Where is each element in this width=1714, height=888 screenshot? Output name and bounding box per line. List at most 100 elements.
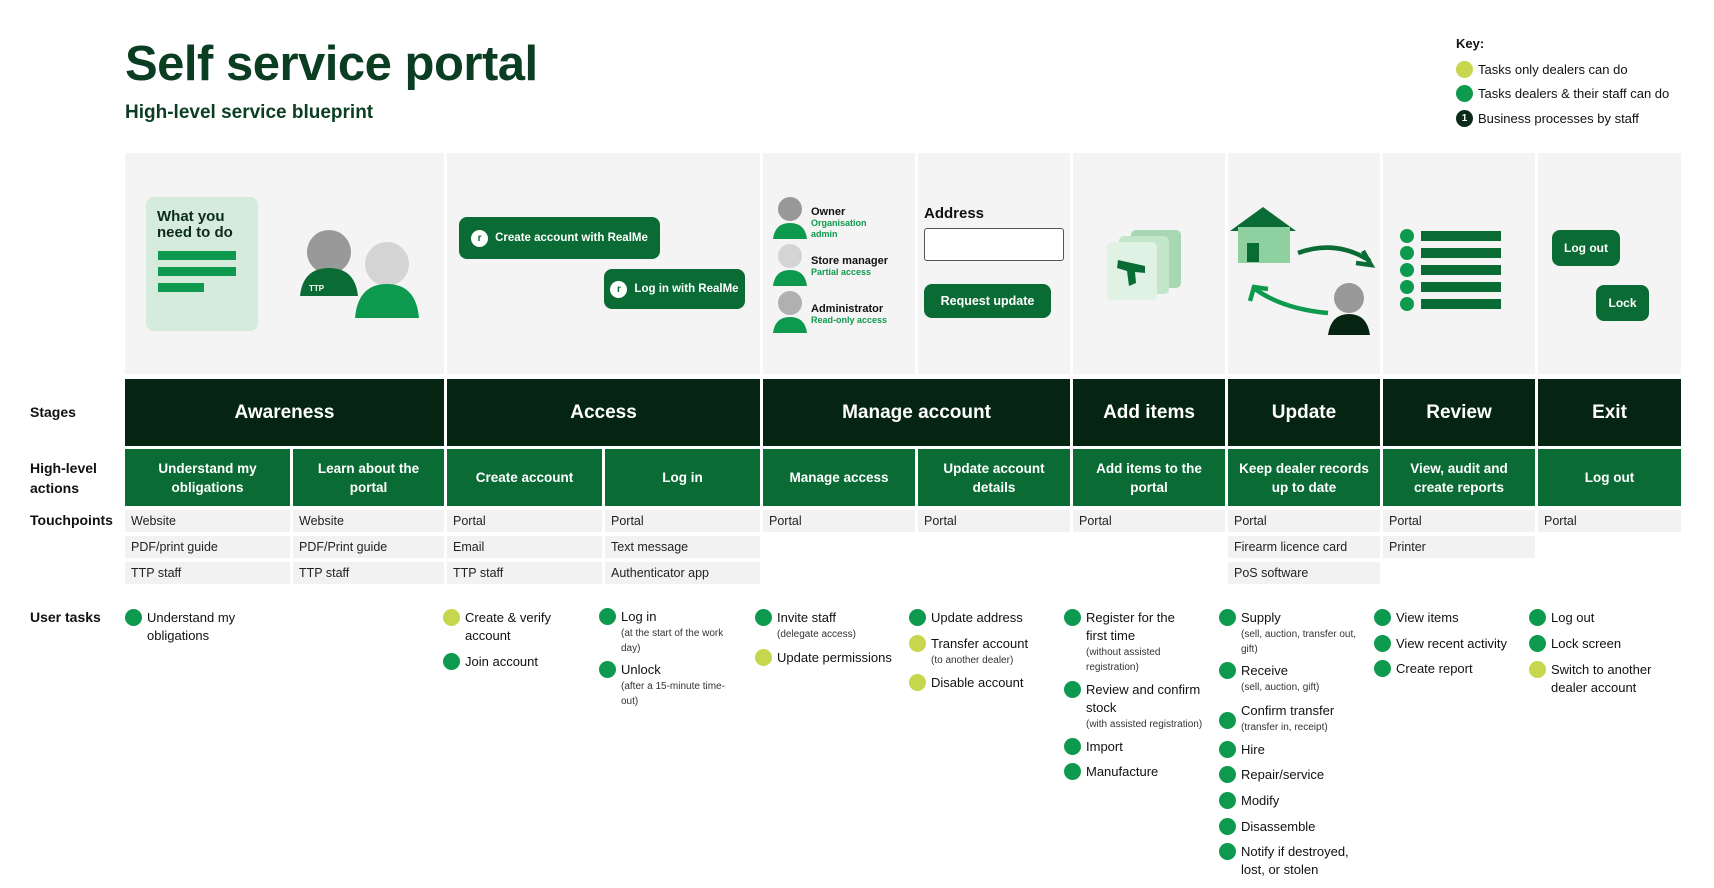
task-view-items: View items xyxy=(1374,609,1534,627)
green-dot-icon xyxy=(443,653,460,670)
action-log-in: Log in xyxy=(605,449,760,506)
task-manufacture: Manufacture xyxy=(1064,763,1214,781)
role-name: Owner xyxy=(811,206,846,218)
task-note: (sell, auction, transfer out, gift) xyxy=(1241,629,1357,655)
touchpoints-col-6: Portal xyxy=(918,510,1070,532)
green-dot-icon xyxy=(1529,609,1546,626)
role-access: Read-only access xyxy=(811,315,888,325)
action-keep-records: Keep dealer records up to date xyxy=(1228,449,1380,506)
green-dot-icon xyxy=(1219,741,1236,758)
task-label: Disable account xyxy=(931,675,1024,690)
task-receive: Receive(sell, auction, gift) xyxy=(1219,662,1369,695)
task-modify: Modify xyxy=(1219,792,1369,810)
task-update-address: Update address xyxy=(909,609,1069,627)
task-create-verify-account: Create & verify account xyxy=(443,609,598,645)
legend-title: Key: xyxy=(1456,36,1485,51)
green-dot-icon xyxy=(1064,738,1081,755)
illustration-update xyxy=(1228,153,1380,374)
action-reports: View, audit and create reports xyxy=(1383,449,1535,506)
green-dot-icon xyxy=(1219,766,1236,783)
task-switch-dealer-account: Switch to another dealer account xyxy=(1529,661,1679,697)
touchpoint: PoS software xyxy=(1228,562,1380,584)
task-supply: Supply(sell, auction, transfer out, gift… xyxy=(1219,609,1369,657)
login-realme-button: r Log in with RealMe xyxy=(604,269,745,309)
task-label: View items xyxy=(1396,610,1459,625)
touchpoint: Text message xyxy=(605,536,760,558)
lime-dot-icon xyxy=(1456,60,1473,78)
touchpoint: Portal xyxy=(918,510,1070,532)
lock-button-illustration: Lock xyxy=(1596,285,1649,321)
task-notify-destroyed: Notify if destroyed, lost, or stolen xyxy=(1219,843,1369,879)
action-create-account: Create account xyxy=(447,449,602,506)
row-label-line: actions xyxy=(30,480,80,496)
task-log-in: Log in(at the start of the work day) xyxy=(599,608,727,656)
house-transfer-icon xyxy=(1230,207,1376,335)
task-label: Hire xyxy=(1241,742,1265,757)
lime-dot-icon xyxy=(755,649,772,666)
task-label: Create report xyxy=(1396,661,1473,676)
illustration-access: r Create account with RealMe r Log in wi… xyxy=(447,153,760,374)
task-repair-service: Repair/service xyxy=(1219,766,1369,784)
action-manage-access: Manage access xyxy=(763,449,915,506)
document-title-line: What you xyxy=(157,208,225,225)
green-dot-icon xyxy=(1529,635,1546,652)
task-label: Receive xyxy=(1241,663,1288,678)
green-dot-icon xyxy=(125,609,142,626)
firearm-cards-icon xyxy=(1107,230,1181,300)
request-update-button: Request update xyxy=(924,284,1051,318)
touchpoints-col-5: Portal xyxy=(763,510,915,532)
touchpoint: Website xyxy=(293,510,444,532)
illustration-update-details: Address Request update xyxy=(918,153,1070,374)
task-understand-obligations: Understand my obligations xyxy=(125,609,290,645)
task-label: Update permissions xyxy=(777,650,892,665)
task-view-recent-activity: View recent activity xyxy=(1374,635,1534,653)
touchpoints-col-9: Portal Printer xyxy=(1383,510,1535,558)
document-illustration: What you need to do xyxy=(146,197,258,331)
stage-review: Review xyxy=(1383,379,1535,446)
task-label: View recent activity xyxy=(1396,636,1508,651)
touchpoints-col-7: Portal xyxy=(1073,510,1225,532)
task-label: Lock screen xyxy=(1551,636,1622,651)
touchpoint: Portal xyxy=(605,510,760,532)
touchpoint: Portal xyxy=(1073,510,1225,532)
create-account-realme-button: r Create account with RealMe xyxy=(459,217,660,259)
task-review-confirm-stock: Review and confirm stock(with assisted r… xyxy=(1064,681,1234,732)
address-label: Address xyxy=(924,205,985,222)
green-dot-icon xyxy=(755,609,772,626)
touchpoints-col-2: Website PDF/Print guide TTP staff xyxy=(293,510,444,584)
report-list-icon xyxy=(1400,229,1501,311)
button-label: Create account with RealMe xyxy=(495,232,648,244)
task-unlock: Unlock (after a 15-minute time-out) xyxy=(599,661,727,709)
row-label-tasks: User tasks xyxy=(30,609,101,625)
task-disassemble: Disassemble xyxy=(1219,818,1369,836)
action-learn-portal: Learn about the portal xyxy=(293,449,444,506)
green-dot-icon xyxy=(1064,609,1081,626)
address-field-illustration xyxy=(924,228,1064,261)
task-label: Register for the first time xyxy=(1086,610,1175,643)
lime-dot-icon xyxy=(909,674,926,691)
people-icon xyxy=(300,230,419,318)
role-access: Organisation xyxy=(811,218,867,228)
row-label-line: High-level xyxy=(30,460,97,476)
role-name: Administrator xyxy=(811,303,884,315)
task-label: Create & verify account xyxy=(465,610,551,643)
task-note: (without assisted registration) xyxy=(1086,647,1161,673)
task-label: Unlock xyxy=(621,662,661,677)
task-transfer-account: Transfer account(to another dealer) xyxy=(909,635,1069,668)
row-label-touchpoints: Touchpoints xyxy=(30,512,113,528)
numbered-dot-icon: 1 xyxy=(1456,109,1473,127)
illustration-exit: Log out Lock xyxy=(1538,153,1681,374)
touchpoint: PDF/print guide xyxy=(125,536,290,558)
task-label: Log out xyxy=(1551,610,1595,625)
task-label: Switch to another dealer account xyxy=(1551,662,1652,695)
touchpoint: TTP staff xyxy=(293,562,444,584)
role-people-icon xyxy=(773,197,807,333)
task-label: Join account xyxy=(465,654,538,669)
ttp-badge: TTP xyxy=(309,284,325,293)
task-note: (after a 15-minute time-out) xyxy=(621,681,725,707)
touchpoints-col-8: Portal Firearm licence card PoS software xyxy=(1228,510,1380,584)
stage-exit: Exit xyxy=(1538,379,1681,446)
legend-item-business-processes: 1 Business processes by staff xyxy=(1456,106,1696,131)
task-note: (to another dealer) xyxy=(931,655,1014,666)
task-import: Import xyxy=(1064,738,1214,756)
